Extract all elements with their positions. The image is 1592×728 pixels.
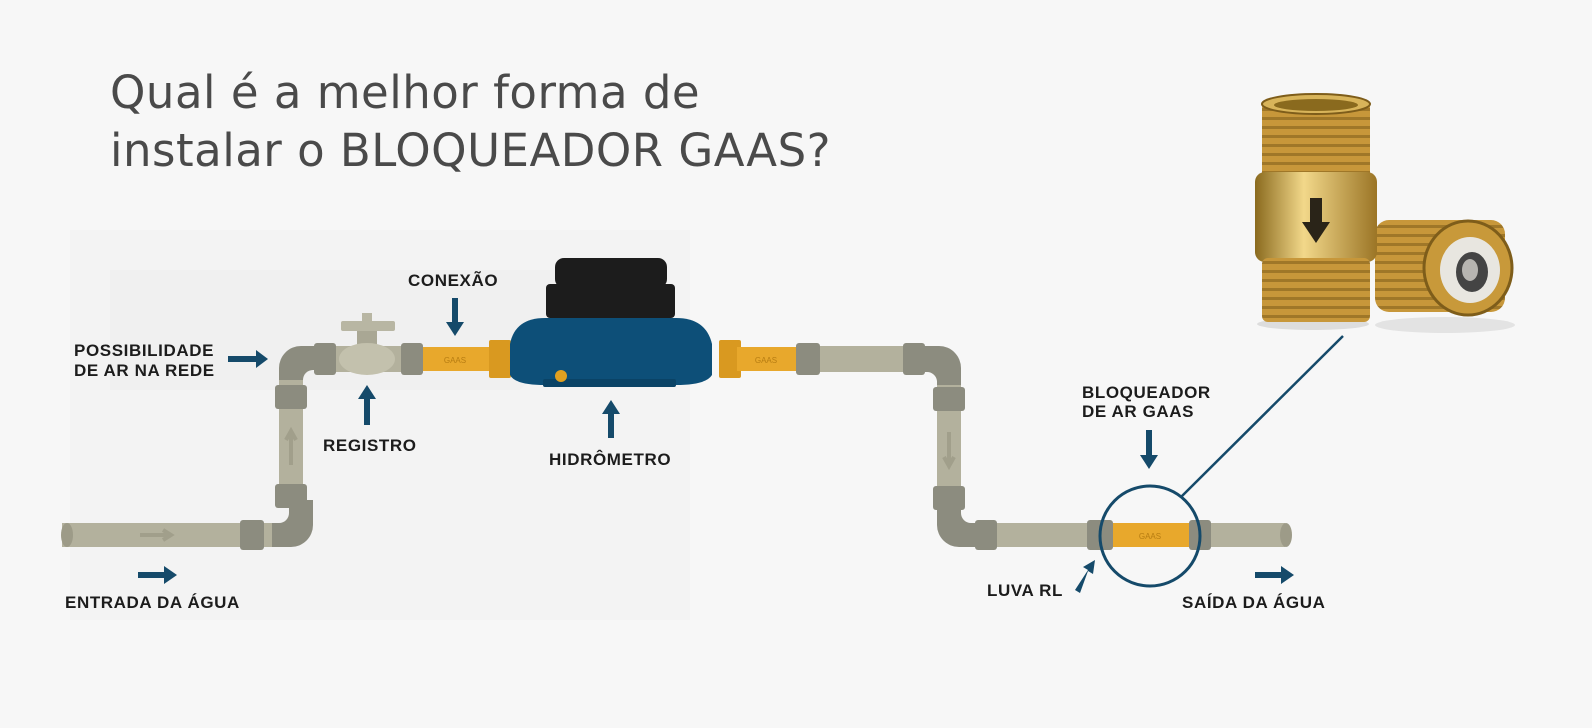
elbow-bottom-right <box>937 505 978 547</box>
arrow-right-icon <box>228 350 268 368</box>
fitting-mark-right: GAAS <box>755 356 777 365</box>
page-title-line-2: instalar o BLOQUEADOR GAAS? <box>110 124 832 177</box>
arrow-up-right-icon <box>1075 560 1095 593</box>
brass-connection-right <box>737 347 799 371</box>
page-title-line-1: Qual é a melhor forma de <box>110 66 701 119</box>
joint <box>401 343 423 375</box>
label-conexao: CONEXÃO <box>408 271 499 290</box>
arrow-up-icon <box>358 385 376 425</box>
elbow-top-left <box>279 346 320 380</box>
label-bloqueador-1: BLOQUEADOR <box>1082 383 1211 402</box>
outlet-pipe <box>1211 523 1285 547</box>
bloqueador-fitting <box>1113 523 1189 547</box>
brass-nut-left <box>489 340 511 378</box>
label-luva-rl: LUVA RL <box>987 581 1063 600</box>
bloqueador-fitting-small <box>1375 219 1515 333</box>
brass-nut-right <box>719 340 741 378</box>
brass-connection-left <box>423 347 493 371</box>
water-meter <box>510 258 712 387</box>
joint <box>275 484 307 508</box>
connector-line <box>1180 335 1344 498</box>
label-possibilidade-ar-2: DE AR NA REDE <box>74 361 215 380</box>
label-saida-agua: SAÍDA DA ÁGUA <box>1182 593 1326 612</box>
label-bloqueador-2: DE AR GAAS <box>1082 402 1195 421</box>
arrow-up-icon <box>602 400 620 438</box>
fitting-mark-left: GAAS <box>444 356 466 365</box>
label-possibilidade-ar-1: POSSIBILIDADE <box>74 341 215 360</box>
arrow-down-icon <box>446 298 464 336</box>
bloqueador-fitting-large <box>1255 93 1377 330</box>
arrow-right-icon <box>1255 566 1294 584</box>
outlet-pipe-end <box>1280 523 1292 547</box>
flow-arrow-up <box>284 426 298 465</box>
inlet-pipe-end <box>61 523 73 547</box>
joint <box>240 520 264 550</box>
joint <box>933 486 965 510</box>
arrow-right-icon <box>138 566 177 584</box>
bloqueador-product-image <box>1255 93 1515 333</box>
label-entrada-agua: ENTRADA DA ÁGUA <box>65 593 240 612</box>
joint <box>796 343 820 375</box>
joint <box>314 343 336 375</box>
direction-arrow-icon <box>1302 198 1330 243</box>
label-hidrometro: HIDRÔMETRO <box>549 450 672 469</box>
label-registro: REGISTRO <box>323 436 417 455</box>
label-arrows <box>138 298 1294 593</box>
flow-arrow-inlet <box>140 528 175 542</box>
elbow-bottom-left <box>272 500 313 547</box>
fitting-mark-blocker: GAAS <box>1139 532 1161 541</box>
pipe-network <box>61 258 1344 588</box>
highlight-circle <box>1098 484 1202 588</box>
joint <box>933 387 965 411</box>
joint <box>275 385 307 409</box>
flow-arrow-down <box>942 432 956 471</box>
elbow-top-right <box>920 346 961 390</box>
arrow-down-icon <box>1140 430 1158 469</box>
joint <box>903 343 925 375</box>
joint <box>975 520 997 550</box>
registro-valve <box>339 313 395 375</box>
